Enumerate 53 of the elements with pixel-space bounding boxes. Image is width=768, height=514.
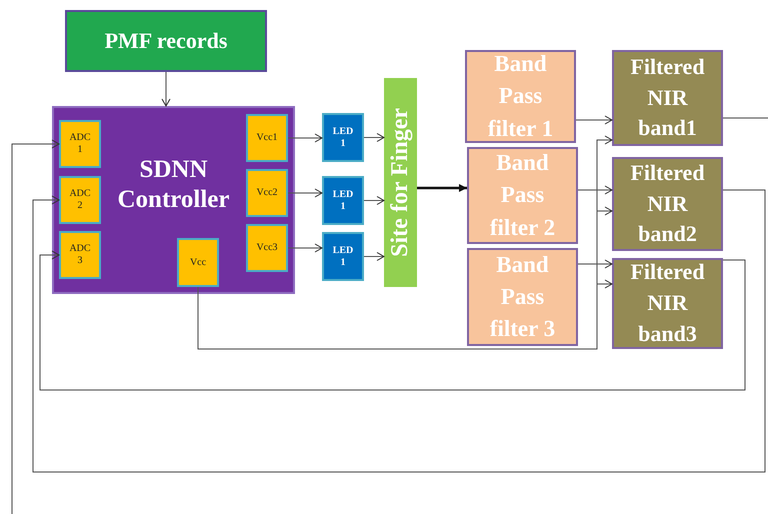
node-label: Filtered NIR band1 xyxy=(629,52,706,142)
filter-box xyxy=(467,248,578,346)
arrow xyxy=(40,250,746,390)
input-box xyxy=(65,10,267,72)
arrow xyxy=(288,188,322,198)
arrow xyxy=(578,186,612,194)
node-label: Vcc xyxy=(188,256,208,268)
arrow xyxy=(364,133,384,142)
band-box xyxy=(612,50,723,146)
arrow xyxy=(288,244,322,252)
node-label: Vcc1 xyxy=(255,132,279,144)
band-box xyxy=(612,258,723,349)
node-label: LED 1 xyxy=(332,244,354,268)
node-label: ADC 1 xyxy=(68,132,92,156)
finger-site-box xyxy=(384,78,417,287)
arrow xyxy=(198,280,612,350)
node-label: ADC 3 xyxy=(68,243,92,267)
arrow xyxy=(288,134,322,142)
arrow xyxy=(32,190,766,472)
arrow xyxy=(578,260,612,268)
pin-box xyxy=(59,176,101,224)
node-label: PMF records xyxy=(104,28,228,54)
arrow xyxy=(417,184,467,192)
pin-box xyxy=(177,238,219,287)
filter-box xyxy=(465,50,576,143)
node-label: Vcc3 xyxy=(255,242,279,254)
led-box xyxy=(322,113,364,162)
controller-box xyxy=(52,106,295,294)
node-label: SDNN Controller xyxy=(116,155,230,215)
node-label: Vcc2 xyxy=(255,187,279,199)
led-box xyxy=(322,176,364,225)
arrow xyxy=(576,116,612,124)
arrow xyxy=(12,140,60,514)
arrow xyxy=(162,72,170,106)
node-label: LED 1 xyxy=(332,126,354,150)
node-label: Filtered NIR band2 xyxy=(629,158,706,248)
pin-box xyxy=(59,231,101,279)
node-label: Band Pass filter 3 xyxy=(488,250,556,344)
led-box xyxy=(322,232,364,281)
node-label: Site for Finger xyxy=(386,108,414,257)
arrow xyxy=(364,252,384,261)
node-label: ADC 2 xyxy=(68,188,92,212)
pin-box xyxy=(59,120,101,168)
filter-box xyxy=(467,147,578,244)
pin-box xyxy=(246,114,288,162)
node-label: Band Pass filter 1 xyxy=(486,50,554,143)
band-box xyxy=(612,157,723,251)
node-label: Filtered NIR band3 xyxy=(629,258,706,348)
node-label: LED 1 xyxy=(332,188,354,212)
pin-box xyxy=(246,224,288,272)
node-label: Band Pass filter 2 xyxy=(488,149,556,242)
pin-box xyxy=(246,169,288,217)
arrow xyxy=(364,196,384,205)
